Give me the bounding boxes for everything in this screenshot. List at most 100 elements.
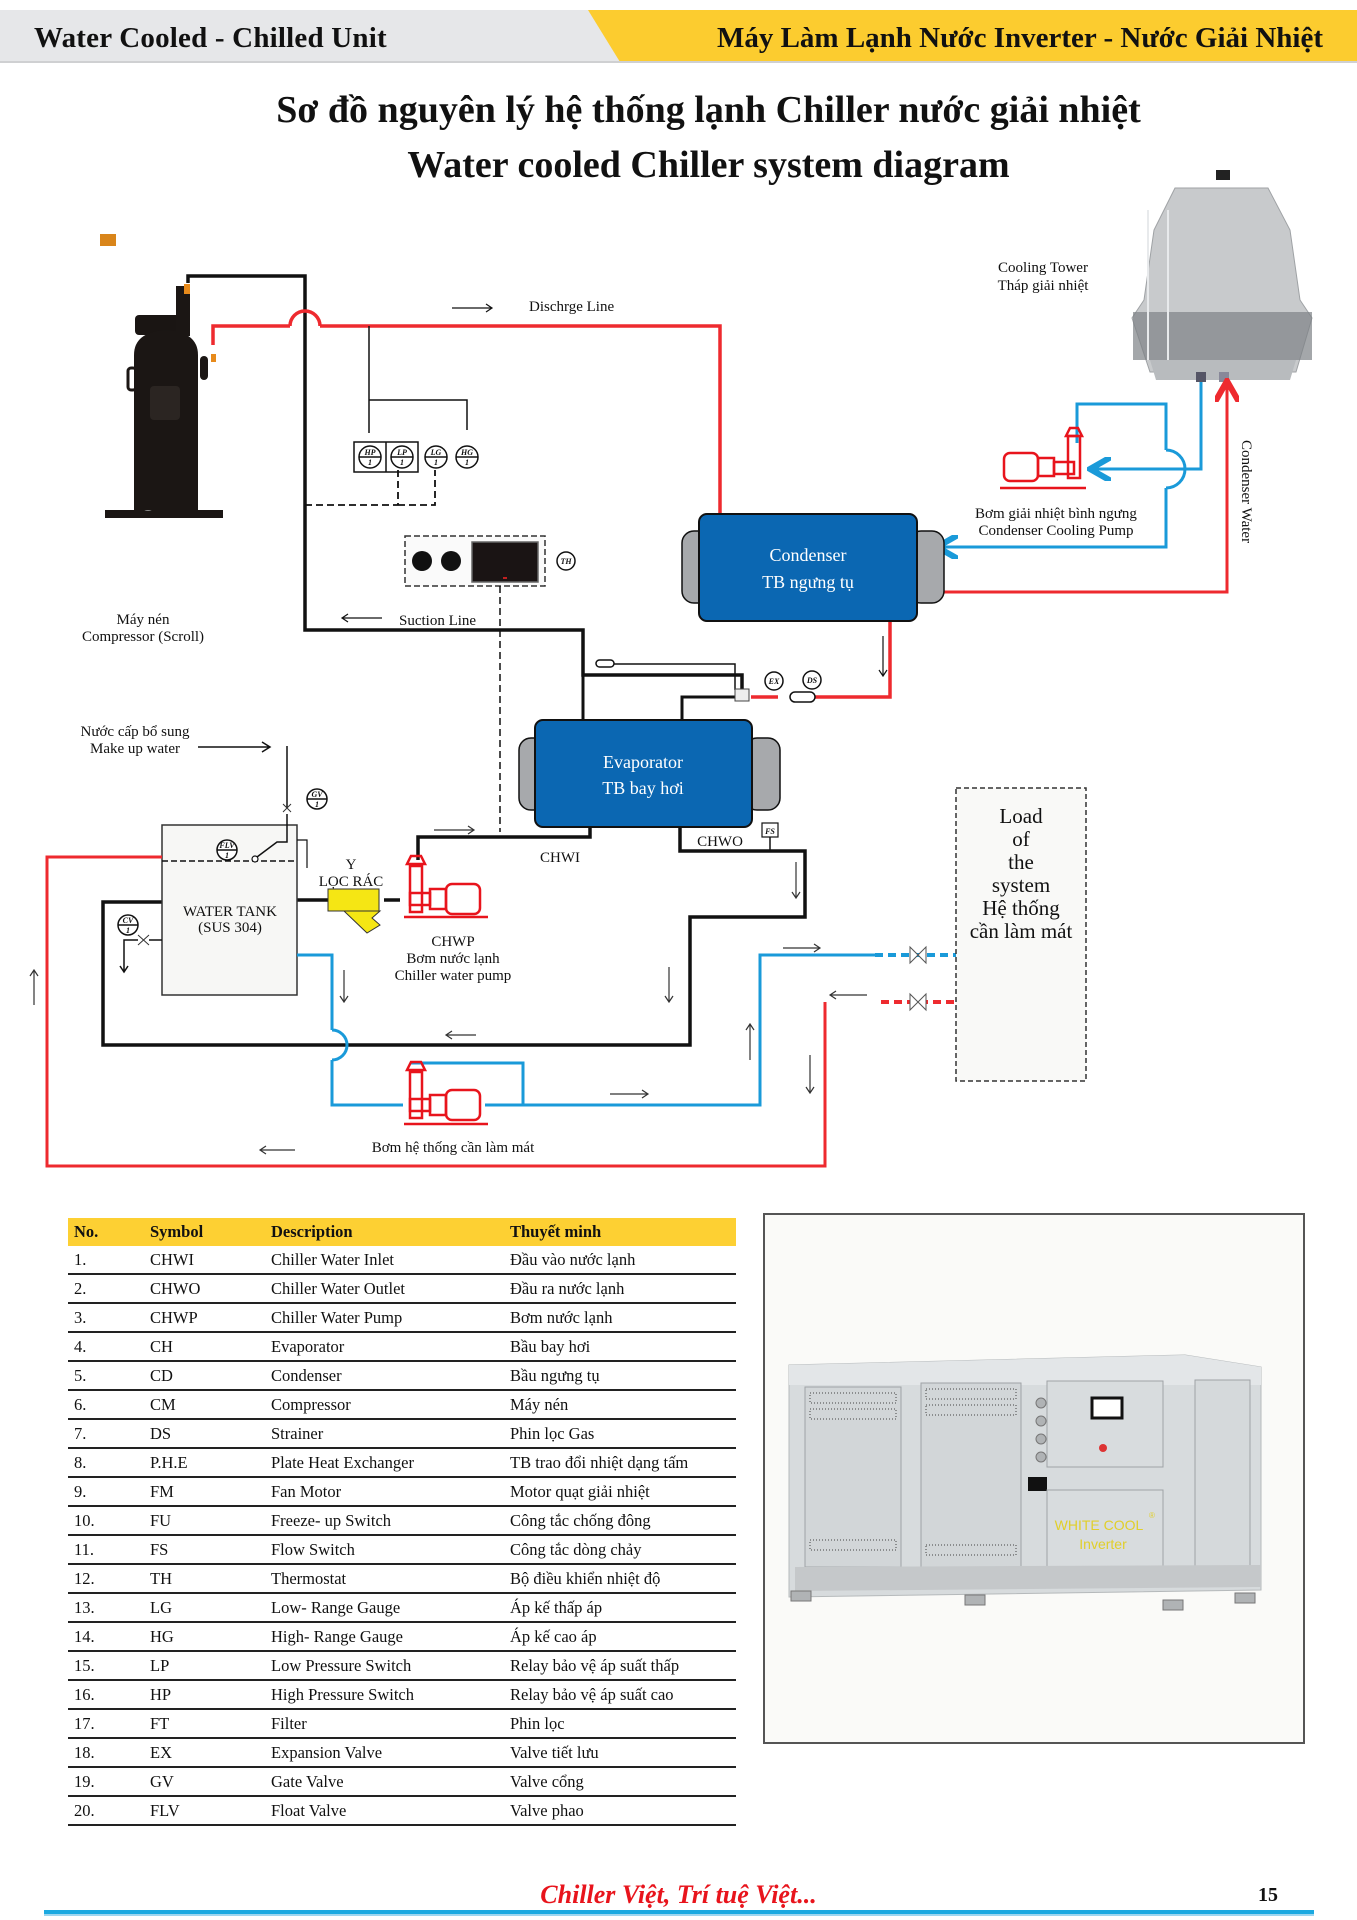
legend-cell-description: Chiller Water Outlet <box>265 1274 504 1304</box>
gv-symbol-icon: GV 1 <box>306 788 328 810</box>
drier-strainer-icon <box>789 691 816 703</box>
legend-cell-symbol: CD <box>144 1361 265 1391</box>
thermostat-controller: TH <box>404 535 576 587</box>
legend-cell-no: 17. <box>68 1709 144 1739</box>
legend-cell-no: 10. <box>68 1506 144 1536</box>
load-label-4: system <box>992 873 1050 897</box>
legend-cell-thuyet-minh: Công tắc chống đông <box>504 1506 736 1536</box>
load-label-5: Hệ thống <box>982 896 1060 920</box>
legend-cell-no: 20. <box>68 1796 144 1826</box>
legend-cell-symbol: DS <box>144 1419 265 1449</box>
legend-cell-thuyet-minh: Valve cổng <box>504 1767 736 1797</box>
legend-cell-description: Low- Range Gauge <box>265 1593 504 1623</box>
chwo-label: CHWO <box>697 834 743 850</box>
makeup-water-label-en: Make up water <box>90 741 180 757</box>
footer-divider <box>44 1910 1314 1914</box>
chwo-pipe <box>101 827 807 1047</box>
svg-text:1: 1 <box>315 800 319 809</box>
load-label-2: of <box>1012 827 1030 851</box>
legend-cell-thuyet-minh: Bầu bay hơi <box>504 1332 736 1362</box>
arrow-down-icon <box>878 636 888 678</box>
legend-cell-description: Compressor <box>265 1390 504 1420</box>
condenser-pump-label-en: Condenser Cooling Pump <box>978 523 1133 539</box>
legend-cell-description: Flow Switch <box>265 1535 504 1565</box>
header-accent <box>588 10 1357 62</box>
evaporator-label-en: Evaporator <box>603 752 683 772</box>
legend-cell-description: Gate Valve <box>265 1767 504 1797</box>
lg-gauge-icon: LG 1 <box>424 445 448 469</box>
compressor-icon <box>100 234 223 518</box>
ds-symbol-icon: DS <box>802 670 822 690</box>
legend-cell-description: Chiller Water Pump <box>265 1303 504 1333</box>
condenser-label-en: Condenser <box>770 545 847 565</box>
legend-cell-no: 18. <box>68 1738 144 1768</box>
svg-text:1: 1 <box>400 458 404 467</box>
legend-cell-description: Thermostat <box>265 1564 504 1594</box>
legend-cell-thuyet-minh: Công tắc dòng chảy <box>504 1535 736 1565</box>
legend-cell-symbol: CHWO <box>144 1274 265 1304</box>
legend-cell-no: 7. <box>68 1419 144 1449</box>
legend-cell-symbol: FU <box>144 1506 265 1536</box>
arrow-right-icon <box>452 303 494 313</box>
legend-cell-no: 9. <box>68 1477 144 1507</box>
lp-switch-icon: LP 1 <box>390 445 414 469</box>
condenser-water-label: Condenser Water <box>1238 440 1254 543</box>
legend-table: No. Symbol Description Thuyết minh 1.CHW… <box>68 1218 736 1826</box>
footer-slogan: Chiller Việt, Trí tuệ Việt... <box>540 1880 817 1909</box>
legend-cell-no: 4. <box>68 1332 144 1362</box>
pump-to-condenser-pipe <box>940 402 1168 547</box>
supply-valve-icon <box>909 945 927 965</box>
flow-switch-icon: FS <box>761 822 779 851</box>
legend-cell-description: Condenser <box>265 1361 504 1391</box>
evaporator-vessel <box>518 719 781 828</box>
svg-text:DS: DS <box>806 676 818 685</box>
svg-text:TH: TH <box>560 557 572 566</box>
load-label-6: cần làm mát <box>970 919 1073 943</box>
discharge-line <box>211 324 722 514</box>
legend-cell-symbol: CM <box>144 1390 265 1420</box>
compressor-label-en: Compressor (Scroll) <box>82 629 204 645</box>
legend-cell-symbol: FLV <box>144 1796 265 1826</box>
legend-cell-no: 8. <box>68 1448 144 1478</box>
legend-cell-no: 11. <box>68 1535 144 1565</box>
legend-cell-thuyet-minh: Đầu vào nước lạnh <box>504 1246 736 1275</box>
chwi-label: CHWI <box>540 850 580 866</box>
legend-header-symbol: Symbol <box>144 1218 265 1246</box>
legend-cell-description: Expansion Valve <box>265 1738 504 1768</box>
legend-cell-symbol: FT <box>144 1709 265 1739</box>
legend-cell-description: Freeze- up Switch <box>265 1506 504 1536</box>
load-pump-icon <box>404 1060 488 1126</box>
chwp-label: CHWP <box>431 934 474 950</box>
svg-text:FS: FS <box>764 827 775 836</box>
condenser-water-return <box>925 384 1227 594</box>
strainer-y-label: Y <box>346 857 357 873</box>
float-valve-icon: FLV 1 <box>216 814 288 863</box>
header-divider <box>0 61 1357 63</box>
product-photo-frame: WHITE COOL Inverter ® <box>763 1213 1305 1744</box>
legend-cell-description: Filter <box>265 1709 504 1739</box>
legend-cell-thuyet-minh: TB trao đổi nhiệt dạng tấm <box>504 1448 736 1478</box>
hg-gauge-icon: HG 1 <box>455 445 479 469</box>
legend-header-no: No. <box>68 1218 144 1246</box>
load-return-pipe <box>45 855 827 1168</box>
page-title-vi: Sơ đồ nguyên lý hệ thống lạnh Chiller nư… <box>276 89 1141 131</box>
return-valve-icon <box>909 992 927 1012</box>
legend-cell-thuyet-minh: Áp kế thấp áp <box>504 1593 736 1623</box>
svg-text:FLV: FLV <box>218 841 235 850</box>
evaporator-label-vi: TB bay hơi <box>602 778 684 798</box>
legend-cell-symbol: HP <box>144 1680 265 1710</box>
legend-header-description: Description <box>265 1218 504 1246</box>
suction-line-label: Suction Line <box>399 613 476 629</box>
legend-cell-symbol: CHWP <box>144 1303 265 1333</box>
legend-cell-description: Strainer <box>265 1419 504 1449</box>
sensing-bulb <box>595 659 615 668</box>
legend-cell-no: 13. <box>68 1593 144 1623</box>
